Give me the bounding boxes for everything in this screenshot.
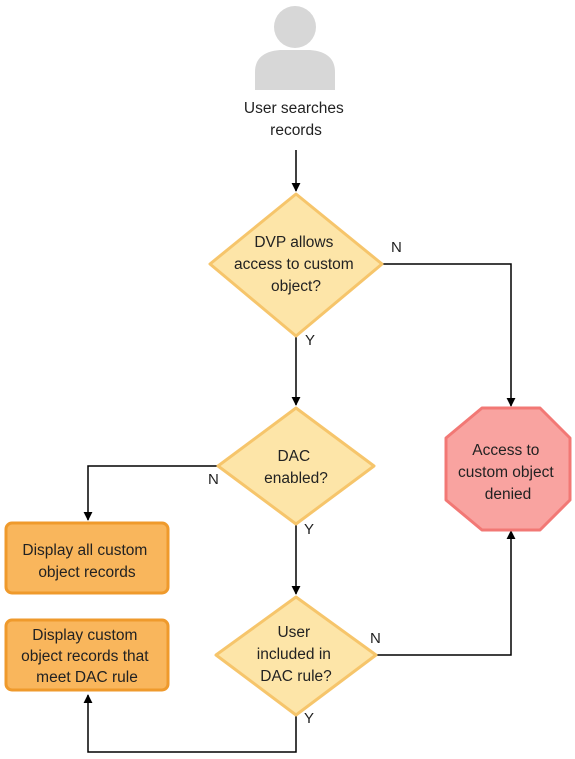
edge-rule-no bbox=[376, 530, 516, 656]
user-icon bbox=[255, 6, 335, 90]
svg-text:User included in D: User included in DAC rule? bbox=[257, 624, 335, 685]
start-label: User searches records bbox=[244, 100, 348, 139]
decision-rule: User included in DAC rule? bbox=[214, 595, 378, 717]
process-display-rule: Display custom object records that meet … bbox=[4, 618, 170, 692]
edge-dac-no bbox=[83, 465, 218, 521]
edge-dvp-no bbox=[382, 263, 516, 407]
svg-text:Access to custom object: Access to custom object denied bbox=[458, 442, 558, 503]
edge-label-dac-no: N bbox=[208, 471, 219, 488]
svg-text:Display all custom objec: Display all custom object records bbox=[22, 542, 151, 581]
connectors bbox=[83, 150, 516, 753]
svg-text:DVP allows access to cus: DVP allows access to custom object? bbox=[234, 234, 358, 295]
edge-label-dvp-yes: Y bbox=[305, 332, 315, 349]
decision-dvp: DVP allows access to custom object? bbox=[208, 192, 384, 338]
process-display-all: Display all custom object records bbox=[4, 521, 170, 595]
edge-label-rule-yes: Y bbox=[304, 710, 314, 727]
edge-label-dvp-no: N bbox=[391, 239, 402, 256]
svg-text:DAC enabled?: DAC enabled? bbox=[264, 448, 328, 487]
terminal-access-denied: Access to custom object denied bbox=[444, 406, 572, 532]
edge-label-rule-no: N bbox=[370, 630, 381, 647]
edge-label-dac-yes: Y bbox=[304, 521, 314, 538]
decision-dac: DAC enabled? bbox=[216, 406, 376, 526]
svg-text:Display custom object re: Display custom object records that meet … bbox=[21, 627, 153, 686]
edge-rule-yes bbox=[83, 694, 297, 753]
